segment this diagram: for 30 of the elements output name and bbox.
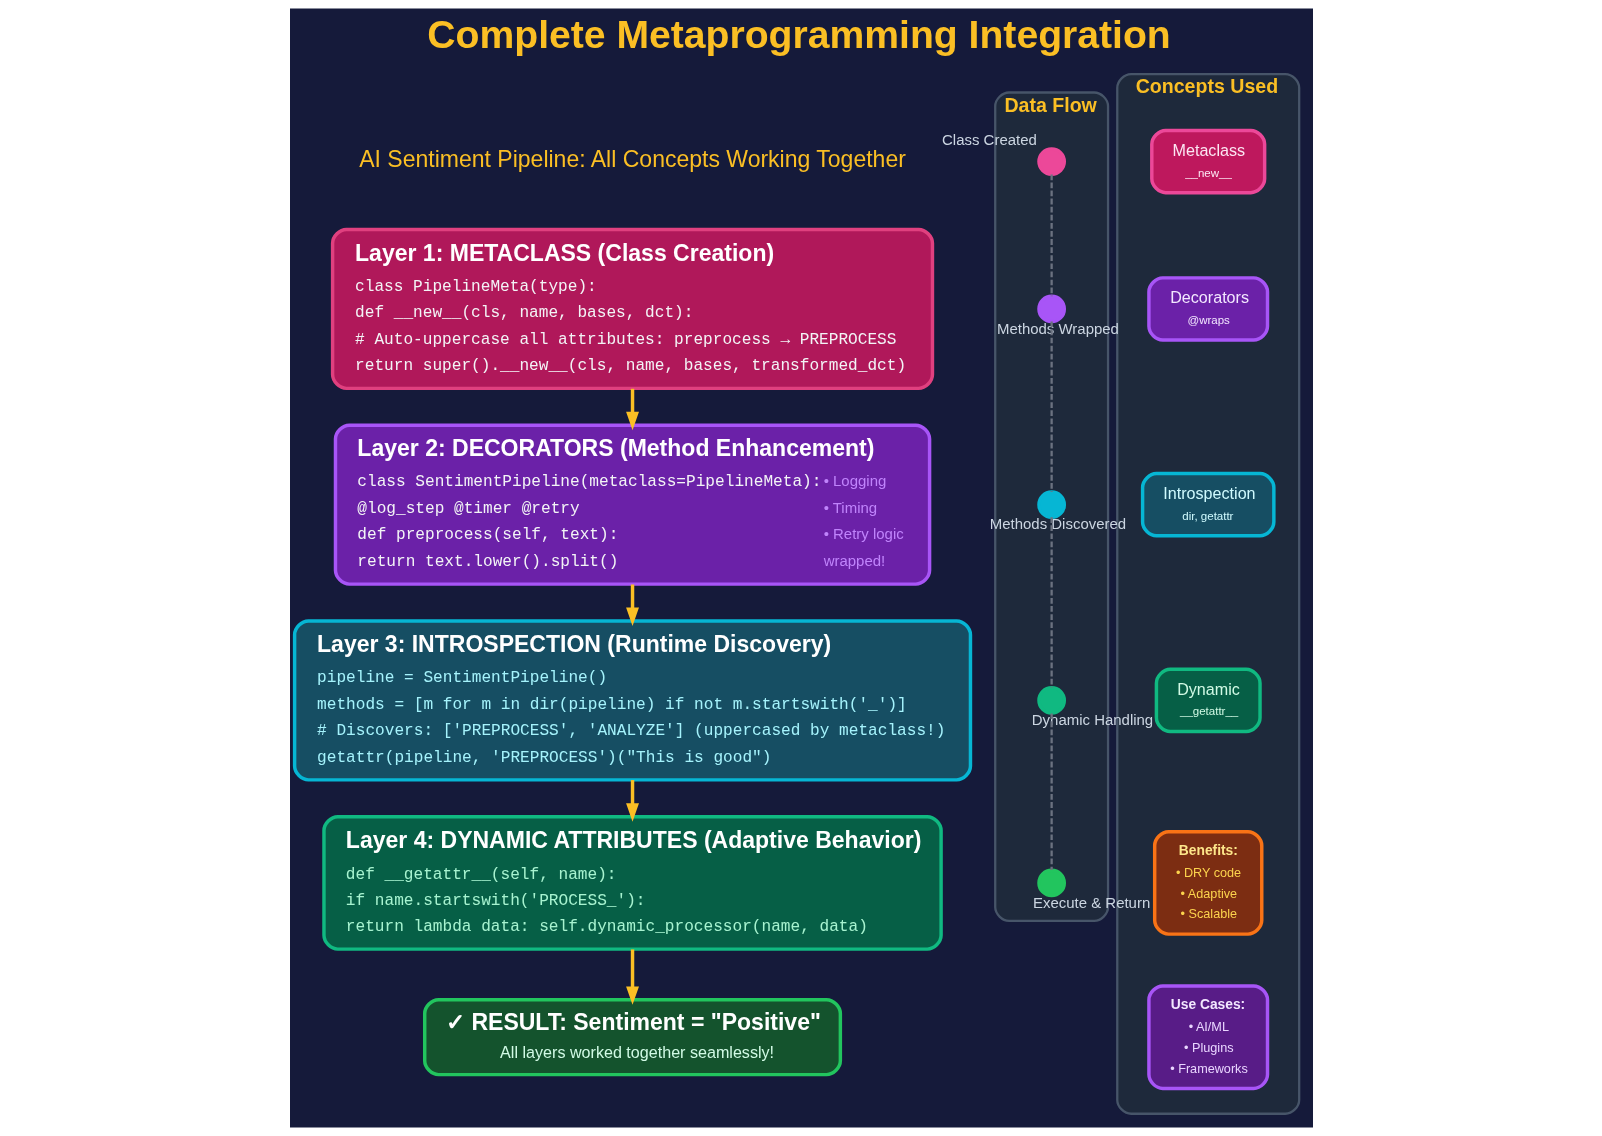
arrow: [625, 388, 639, 431]
node-box: Use Cases: • AI/ML • Plugins • Frameworks: [1146, 984, 1269, 1091]
node-circle: [1036, 868, 1066, 898]
node-circle: [1036, 147, 1066, 176]
node-box: Benefits: • DRY code • Adaptive • Scalable: [1152, 829, 1263, 936]
node-box: Layer 3: INTROSPECTION (Runtime Discovery) pipeline = SentimentPipeline() methods = [m for m in dir(pipeline) if not m.startswith('_')] # Discovers: ['PREPROCESS', 'ANALYZE'] (uppercased by metaclass!) getattr(pipeline, 'PREPROCESS')("This is good"): [292, 619, 972, 782]
connector: [1050, 321, 1053, 492]
node-label: Dynamic Handling: [1031, 711, 1153, 729]
node-label: Class Created: [941, 130, 1037, 148]
node-box: Layer 4: DYNAMIC ATTRIBUTES (Adaptive Behavior) def __getattr__(self, name): if name.startswith('PROCESS_'): return lambda data: self.dynamic_processor(name, data): [321, 814, 943, 951]
diagram-title: Complete Metaprogramming Integration: [426, 12, 1171, 56]
node-box: Decorators @wraps: [1146, 276, 1269, 342]
arrow: [625, 780, 639, 822]
node-box: Dynamic __getattr__: [1154, 667, 1262, 734]
node-box: ✓ RESULT: Sentiment = "Positive" All layers worked together seamlessly!: [422, 998, 842, 1077]
connector: [1050, 517, 1053, 688]
node-circle: [1036, 294, 1066, 324]
node-box: Introspection dir, getattr: [1140, 471, 1276, 538]
node-label: Methods Wrapped: [996, 319, 1119, 337]
arrow: [625, 584, 639, 626]
node-box: Layer 1: METACLASS (Class Creation) class PipelineMeta(type): def __new__(cls, name, bases, dct): # Auto-uppercase all attributes: preprocess → PREPROCESS return super().__new__(cls, name, bases, transformed_dct): [330, 227, 934, 391]
node-circle: [1036, 686, 1066, 715]
node-label: Methods Discovered: [989, 515, 1126, 533]
node-box: Layer 2: DECORATORS (Method Enhancement) class SentimentPipeline(metaclass=PipelineMeta):• Logging @log_step @timer @retry • Timing def preprocess(self, text): • Retry logic return text.lower().split() wrapped!: [333, 423, 931, 586]
arrow: [625, 949, 639, 1005]
node-box: Metaclass __new__: [1149, 128, 1266, 195]
connector: [1050, 713, 1053, 871]
node-label: Execute & Return: [1032, 893, 1150, 911]
label: AI Sentiment Pipeline: All Concepts Working Together: [358, 146, 906, 173]
node-circle: [1036, 490, 1066, 520]
